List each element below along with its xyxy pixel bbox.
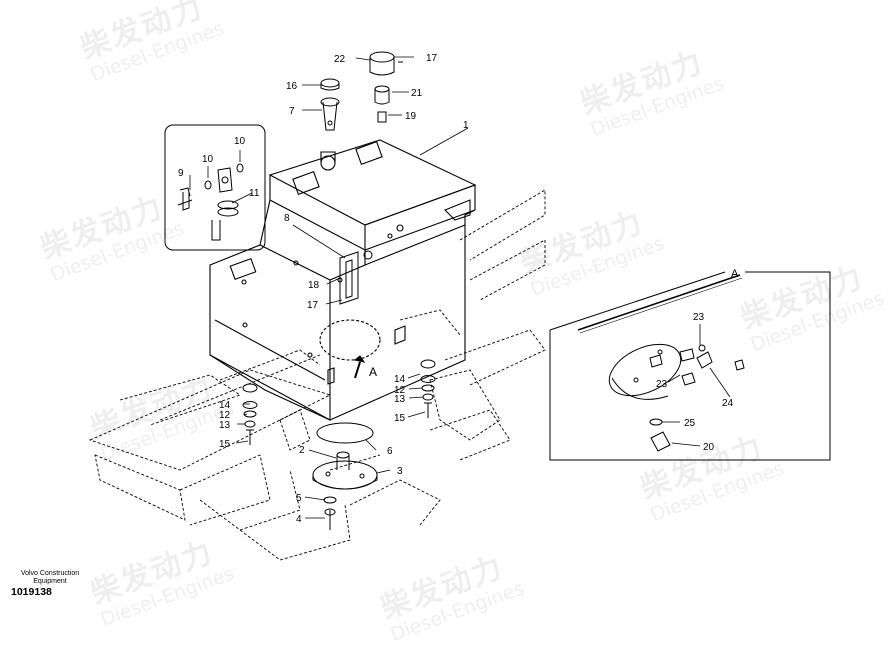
washer-stack-right bbox=[420, 359, 436, 418]
company-line-1: Volvo Construction bbox=[20, 570, 80, 577]
parts-diagram: 1 22 17 16 21 7 19 10 10 9 11 8 18 17 A … bbox=[88, 51, 831, 561]
drawing-number: 1019138 bbox=[11, 586, 52, 598]
callout-12: 12 bbox=[219, 410, 231, 421]
callout-17: 17 bbox=[426, 53, 438, 64]
callout-3: 3 bbox=[397, 466, 403, 477]
breather-cap bbox=[320, 78, 340, 91]
hydraulic-tank bbox=[209, 139, 477, 421]
strainer bbox=[320, 97, 340, 131]
callout-23: 23 bbox=[656, 379, 668, 390]
callout-13: 13 bbox=[394, 394, 406, 405]
callout-2: 2 bbox=[299, 445, 305, 456]
inset-detail bbox=[164, 124, 266, 251]
callout-22: 22 bbox=[334, 54, 346, 65]
callout-5: 5 bbox=[296, 493, 302, 504]
callout-16: 16 bbox=[286, 81, 298, 92]
callout-24: 24 bbox=[722, 398, 734, 409]
filter-head bbox=[369, 51, 403, 76]
callout-10: 10 bbox=[202, 154, 214, 165]
sight-gauge-bracket bbox=[339, 250, 373, 305]
company-line-2: Equipment bbox=[33, 578, 67, 585]
callout-7: 7 bbox=[289, 106, 295, 117]
callout-13: 13 bbox=[219, 420, 231, 431]
washer-stack-left bbox=[242, 383, 258, 445]
callout-12: 12 bbox=[394, 385, 406, 396]
callout-23: 23 bbox=[693, 312, 705, 323]
company-name: Volvo Construction Equipment bbox=[10, 570, 90, 586]
callout-14: 14 bbox=[219, 400, 231, 411]
callout-10: 10 bbox=[234, 136, 246, 147]
callout-17: 17 bbox=[307, 300, 319, 311]
o-ring bbox=[316, 422, 374, 444]
callout-9: 9 bbox=[178, 168, 184, 179]
callout-A: A bbox=[369, 365, 377, 379]
detail-a-box bbox=[549, 271, 831, 461]
callout-6: 6 bbox=[387, 446, 393, 457]
filter-element bbox=[374, 85, 390, 105]
flange-bolt bbox=[323, 496, 337, 530]
suction-flange bbox=[312, 451, 378, 490]
callout-11: 11 bbox=[249, 188, 260, 199]
callout-4: 4 bbox=[296, 514, 302, 525]
callout-15: 15 bbox=[394, 413, 406, 424]
callout-14: 14 bbox=[394, 374, 406, 385]
callout-15: 15 bbox=[219, 439, 231, 450]
callout-21: 21 bbox=[411, 88, 423, 99]
callout-20: 20 bbox=[703, 442, 715, 453]
callout-19: 19 bbox=[405, 111, 417, 122]
detail-a-label: A bbox=[731, 268, 739, 280]
callout-labels: 1 22 17 16 21 7 19 10 10 9 11 8 18 17 A … bbox=[178, 53, 739, 525]
leader-lines bbox=[189, 56, 731, 519]
chassis-frame bbox=[88, 189, 546, 561]
nipple bbox=[377, 111, 387, 123]
callout-18: 18 bbox=[308, 280, 320, 291]
callout-25: 25 bbox=[684, 418, 696, 429]
callout-8: 8 bbox=[284, 213, 290, 224]
callout-1: 1 bbox=[463, 120, 469, 131]
